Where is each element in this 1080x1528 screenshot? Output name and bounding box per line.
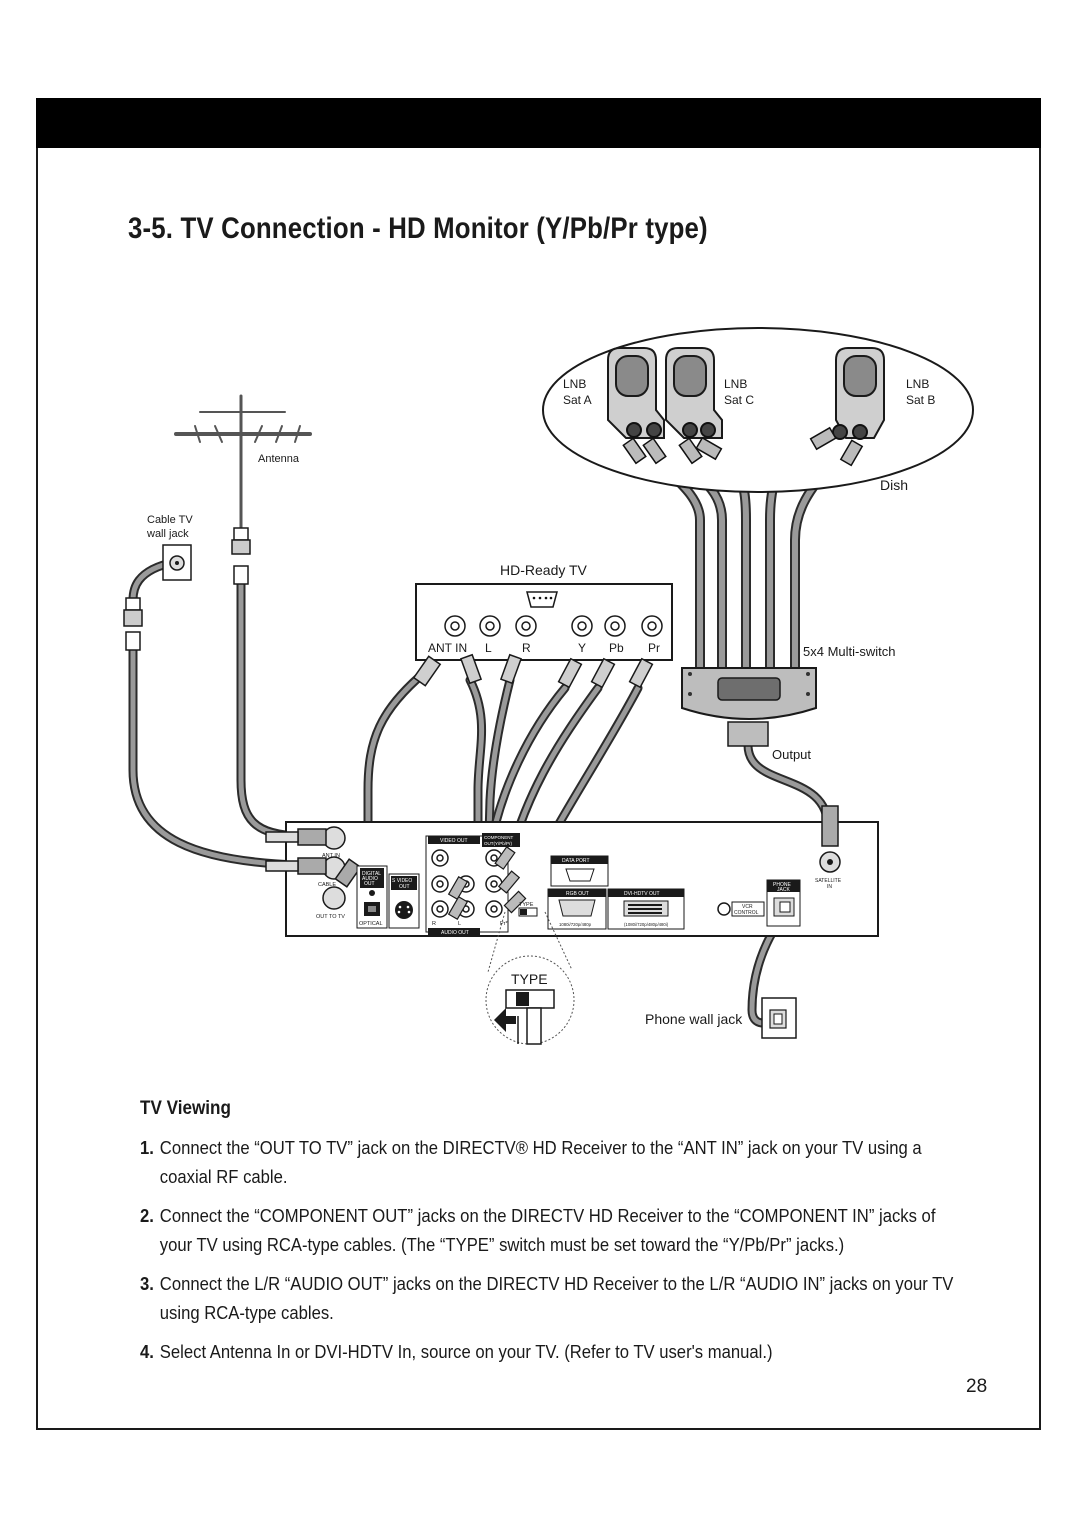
lnb-a-label: LNB	[563, 377, 586, 391]
step-number: 2.	[140, 1205, 154, 1226]
rx-vcr: VCR	[742, 904, 753, 910]
type-switch-callout: TYPE	[485, 911, 575, 1045]
rx-r: R	[432, 921, 436, 927]
tv-label: HD-Ready TV	[500, 562, 588, 578]
step-number: 3.	[140, 1273, 154, 1294]
rx-satellite: SATELLITE	[815, 878, 842, 884]
cable-connector-icon	[123, 597, 143, 651]
rx-pr: Pr*	[500, 921, 509, 927]
lnb-sat-c-icon	[665, 347, 723, 439]
lnb-b-label: LNB	[906, 377, 929, 391]
step-number: 1.	[140, 1137, 154, 1158]
tv-jack-ant-in: ANT IN	[428, 641, 467, 655]
lnb-sat-a-icon	[607, 347, 665, 439]
multiswitch	[681, 667, 817, 747]
tv-jack-r: R	[522, 641, 531, 655]
lnb-c-label: LNB	[724, 377, 747, 391]
rx-phone: PHONE	[773, 882, 791, 888]
lnb-sat-b-icon	[832, 347, 885, 440]
receiver-rear-panel: ANT IN CABLE OUT TO TV DIGITAL AUDIO OUT…	[265, 805, 879, 937]
step-text: Connect the “COMPONENT OUT” jacks on the…	[159, 1205, 936, 1255]
rx-cable: CABLE	[318, 882, 336, 888]
rx-component-1: COMPONENT	[484, 835, 514, 840]
rx-l: L	[458, 921, 461, 927]
multiswitch-output-label: Output	[772, 747, 811, 762]
tv-cable-plugs	[412, 653, 654, 689]
rx-jack: JACK	[777, 887, 790, 893]
rx-s-video-1: S VIDEO	[392, 878, 412, 884]
tv-jack-pb: Pb	[609, 641, 624, 655]
instruction-list: 1. Connect the “OUT TO TV” jack on the D…	[140, 1133, 970, 1376]
list-item: 1. Connect the “OUT TO TV” jack on the D…	[140, 1133, 961, 1191]
cable-wall-jack-label-2: wall jack	[146, 528, 189, 540]
rx-digital-audio-2: AUDIO	[362, 876, 378, 882]
step-number: 4.	[140, 1341, 154, 1362]
rx-rgb-res: 1080i/720p/480p	[559, 922, 592, 927]
header-bar	[36, 98, 1041, 148]
antenna-icon	[174, 394, 312, 532]
rx-digital-audio-3: OUT	[364, 881, 375, 887]
rx-video-out: VIDEO OUT	[440, 838, 468, 844]
phone-wall-jack-label: Phone wall jack	[645, 1011, 743, 1027]
phone-wall-jack-icon	[761, 997, 797, 1039]
step-text: Connect the L/R “AUDIO OUT” jacks on the…	[159, 1273, 954, 1323]
rx-dvi-out: DVI-HDTV OUT	[624, 891, 660, 897]
tv-jack-l: L	[485, 641, 492, 655]
satellite-dish: LNB Sat A LNB Sat C LNB Sat B Dish	[542, 327, 974, 493]
section-heading: TV Viewing	[140, 1098, 231, 1119]
antenna-label: Antenna	[258, 453, 300, 465]
step-text: Select Antenna In or DVI-HDTV In, source…	[159, 1341, 773, 1362]
rx-rgb-out: RGB OUT	[566, 891, 589, 897]
rx-component-2: OUT(Y/Pb/Pr)	[484, 841, 513, 846]
type-switch-label: TYPE	[511, 971, 548, 987]
rx-control: CONTROL	[734, 910, 759, 916]
tv-jack-y: Y	[578, 641, 586, 655]
page-number: 28	[966, 1376, 988, 1397]
list-item: 3. Connect the L/R “AUDIO OUT” jacks on …	[140, 1269, 961, 1327]
rx-audio-out: AUDIO OUT	[441, 930, 469, 936]
rx-optical: OPTICAL	[359, 921, 383, 927]
lnb-b-sat: Sat B	[906, 393, 935, 407]
cable-wall-jack-icon	[162, 544, 192, 581]
tv-jack-pr: Pr	[648, 641, 660, 655]
rx-s-video-2: OUT	[399, 884, 410, 890]
rx-in: IN	[827, 884, 832, 890]
lnb-c-sat: Sat C	[724, 393, 754, 407]
step-text: Connect the “OUT TO TV” jack on the DIRE…	[159, 1137, 922, 1187]
page-title: 3-5. TV Connection - HD Monitor (Y/Pb/Pr…	[128, 212, 708, 245]
rx-digital-audio-1: DIGITAL	[362, 871, 381, 877]
multiswitch-label: 5x4 Multi-switch	[803, 644, 895, 659]
list-item: 4. Select Antenna In or DVI-HDTV In, sou…	[140, 1337, 961, 1366]
dish-label: Dish	[880, 477, 908, 493]
lnb-a-sat: Sat A	[563, 393, 592, 407]
list-item: 2. Connect the “COMPONENT OUT” jacks on …	[140, 1201, 961, 1259]
rx-dvi-res: (1080i/720p/480p/480i)	[624, 922, 669, 927]
rx-out-to-tv: OUT TO TV	[316, 914, 345, 920]
rx-type: TYPE	[519, 902, 534, 908]
antenna-connector-icon	[231, 527, 251, 585]
hd-ready-tv: ANT IN L R Y Pb Pr	[415, 583, 673, 661]
cable-wall-jack-label-1: Cable TV	[147, 514, 193, 526]
rx-data-port: DATA PORT	[562, 858, 590, 864]
rx-ant-in: ANT IN	[322, 853, 340, 859]
